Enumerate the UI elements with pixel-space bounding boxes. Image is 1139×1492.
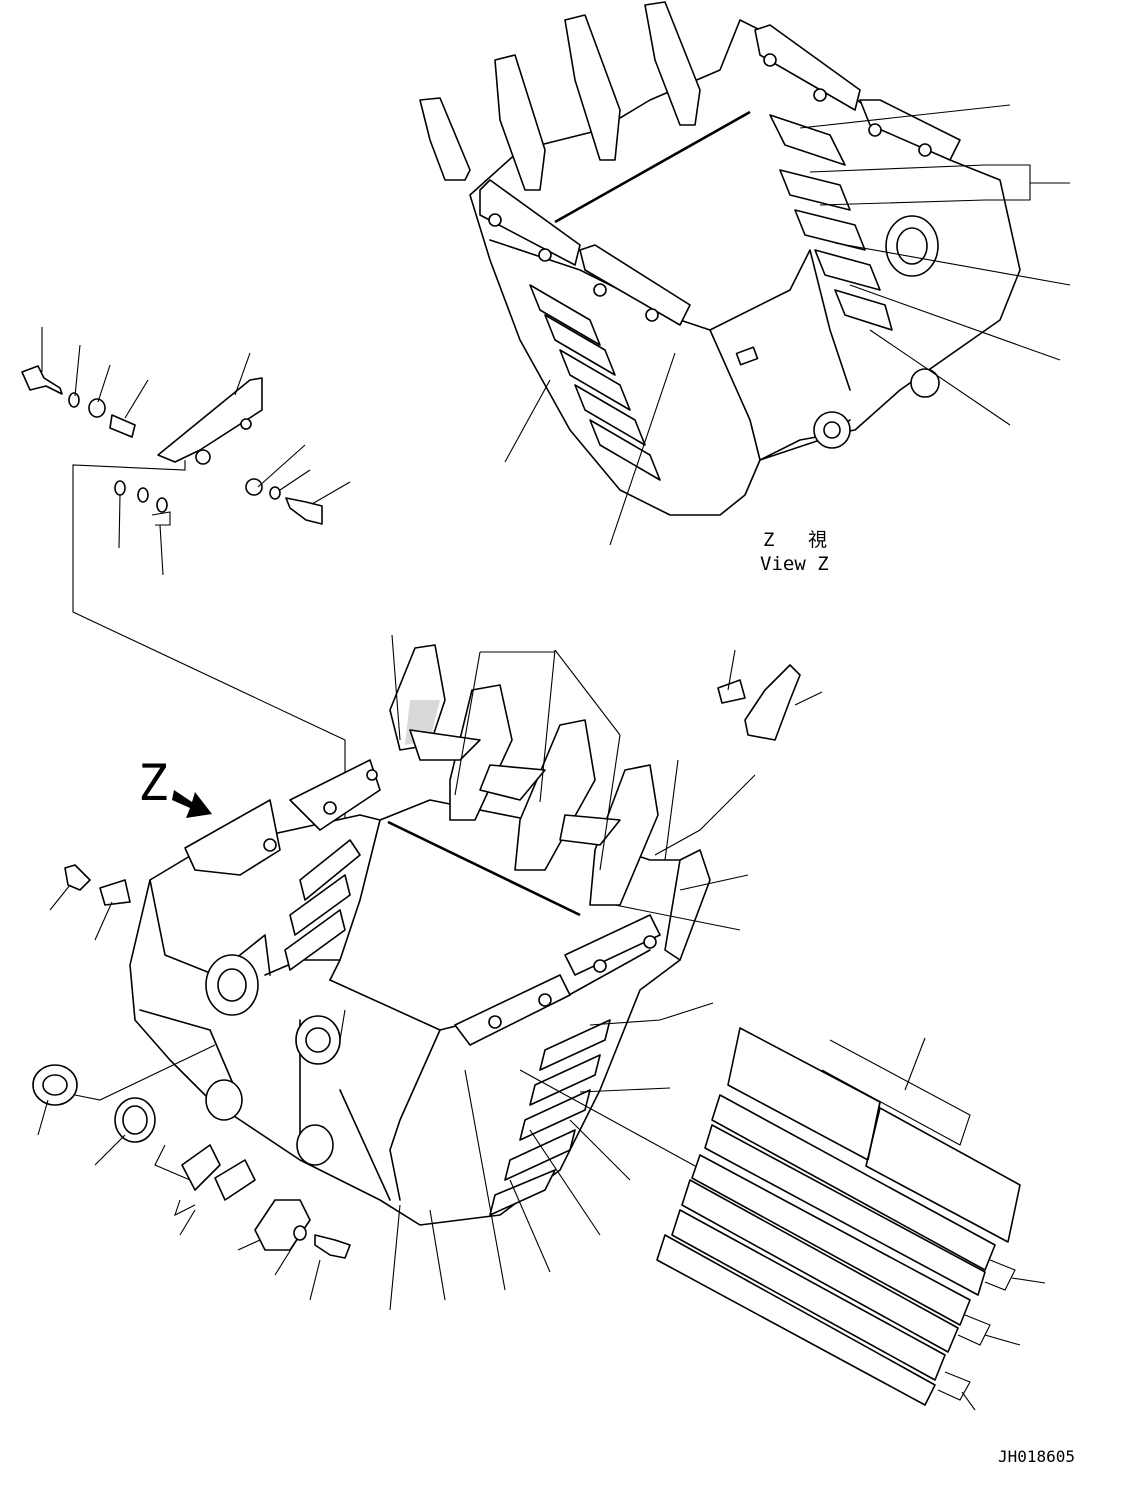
washer-icon	[269, 486, 281, 500]
bushing-icon	[88, 398, 106, 418]
main-leaders	[339, 634, 831, 1311]
bolt-icon	[21, 365, 63, 395]
tooth-point	[449, 684, 513, 821]
tooth-point	[589, 764, 659, 906]
tooth-point	[744, 664, 801, 741]
tooth-point	[514, 719, 596, 871]
wear-plate-icon	[656, 1234, 936, 1406]
bolt-icon	[314, 1234, 351, 1259]
tooth-point	[494, 54, 546, 191]
view-z-arrow-label: Z	[138, 754, 168, 812]
tooth-point	[564, 14, 621, 161]
shim-icon	[717, 679, 746, 704]
tooth-point	[644, 1, 701, 126]
wear-plate-icon	[691, 1154, 971, 1326]
wear-plate-icon	[704, 1124, 986, 1296]
shim-icon	[137, 487, 149, 503]
shim-icon	[214, 1159, 256, 1201]
wear-plates-left	[284, 839, 361, 971]
shim-icon	[156, 497, 168, 513]
view-z-label: Z	[763, 529, 774, 551]
bushing-icon	[32, 1064, 78, 1106]
washer-icon	[68, 392, 80, 408]
view-z-kanji: 視	[808, 529, 827, 551]
bolt-icon	[285, 497, 323, 525]
shim-icon	[99, 879, 131, 906]
drawing-number: JH018605	[998, 1447, 1075, 1466]
bucket-assembly	[129, 644, 801, 1226]
wear-plate-icon	[711, 1094, 996, 1271]
wear-plates-left	[529, 284, 661, 481]
view-z-caption: View Z	[760, 553, 829, 575]
hinge-hardware	[32, 864, 351, 1301]
side-cutter-icon	[157, 377, 263, 463]
wear-plates-right	[489, 1019, 611, 1216]
view-z-arrow: Z	[138, 754, 212, 818]
wear-plate-set	[656, 1027, 1046, 1411]
wear-plate-icon	[681, 1179, 959, 1353]
bushing-icon	[245, 478, 263, 496]
wear-plates-right	[769, 114, 893, 331]
pin-icon	[109, 414, 136, 438]
bushing-icon	[114, 1097, 156, 1143]
pin-icon	[64, 864, 91, 891]
wear-plate-icon	[671, 1209, 946, 1381]
side-cutter-hardware	[21, 327, 351, 820]
bucket-view-z: Z 視 View Z	[419, 1, 1071, 575]
shim-icon	[181, 1144, 221, 1191]
washer-icon	[293, 1225, 307, 1241]
shim-icon	[114, 480, 126, 496]
hinge-pin-retainer-icon	[254, 1199, 311, 1251]
tooth-point	[419, 97, 471, 181]
